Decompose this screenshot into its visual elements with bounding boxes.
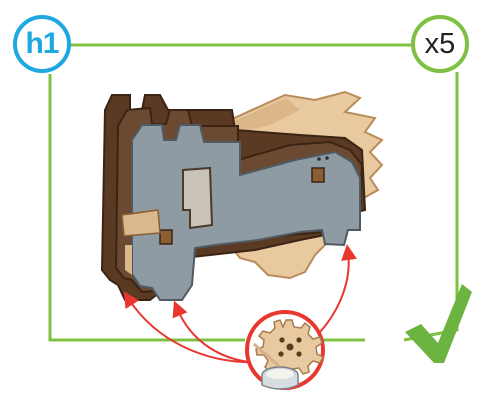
step-label: h1 [25, 27, 58, 61]
arrow-to-left-leg [128, 298, 262, 362]
quantity-label: x5 [425, 28, 456, 61]
part-eye-left [317, 157, 321, 161]
checkmark-icon [405, 284, 472, 363]
part-notch-right [312, 168, 324, 182]
quantity-badge: x5 [411, 15, 469, 73]
wooden-animal-part-icon [102, 92, 382, 300]
part-notch-left [160, 230, 172, 244]
step-badge: h1 [13, 15, 71, 73]
part-eye-right [325, 156, 329, 160]
glue-callout [247, 312, 323, 389]
